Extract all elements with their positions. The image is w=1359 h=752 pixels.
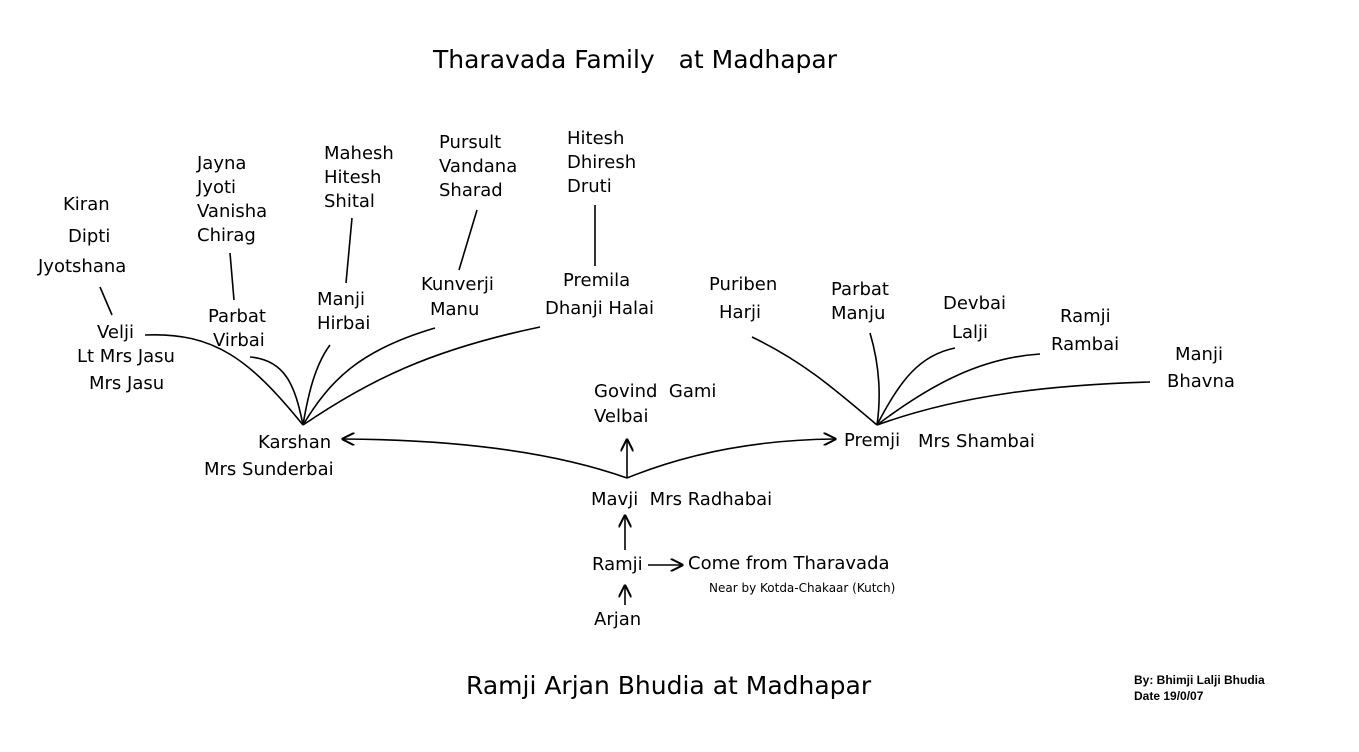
person-sharad: Sharad xyxy=(439,180,503,201)
person-pursult: Pursult xyxy=(439,132,502,153)
person-lalji: Lalji xyxy=(952,322,989,343)
diagram-title: Tharavada Family at Madhapar xyxy=(433,45,838,74)
person-manu: Manu xyxy=(430,299,480,320)
person-dhiresh: Dhiresh xyxy=(567,152,637,173)
person-ramji-root: Ramji xyxy=(592,554,643,575)
person-vanisha: Vanisha xyxy=(197,201,268,222)
person-mahesh: Mahesh xyxy=(324,143,394,164)
person-dipti: Dipti xyxy=(68,226,111,247)
person-manji-2: Manji xyxy=(1175,344,1223,365)
person-harji: Harji xyxy=(719,302,761,323)
person-arjan: Arjan xyxy=(594,609,642,630)
person-mrs-shambai: Mrs Shambai xyxy=(918,431,1035,452)
arrow-mavji-karshan xyxy=(343,439,628,479)
person-shital: Shital xyxy=(324,191,375,212)
link-manji-kids xyxy=(345,217,353,284)
branch-karshan-manji xyxy=(302,344,331,426)
person-puriben: Puriben xyxy=(709,274,778,295)
branch-premji-devbai xyxy=(876,347,956,426)
person-kiran: Kiran xyxy=(63,194,110,215)
branch-karshan-kunverji xyxy=(302,327,436,426)
person-kunverji: Kunverji xyxy=(421,274,494,295)
person-hitesh-2: Hitesh xyxy=(567,128,625,149)
person-parbat: Parbat xyxy=(208,306,266,327)
branch-premji-parbat xyxy=(869,332,881,426)
person-hirbai: Hirbai xyxy=(317,313,371,334)
credit-date: Date 19/0/07 xyxy=(1134,689,1204,703)
origin-note: Near by Kotda-Chakaar (Kutch) xyxy=(709,581,896,595)
origin-text: Come from Tharavada xyxy=(688,553,890,574)
person-manji: Manji xyxy=(317,289,365,310)
person-bhavna: Bhavna xyxy=(1167,371,1235,392)
link-velji-kids xyxy=(99,286,113,316)
link-kunverji-kids xyxy=(458,209,478,271)
person-parbat-2: Parbat xyxy=(831,279,889,300)
person-govind-gami: Govind Gami xyxy=(594,381,717,402)
person-premji: Premji xyxy=(844,430,901,451)
branch-premji-manji xyxy=(876,381,1151,426)
person-druti: Druti xyxy=(567,176,612,197)
arrow-mavji-premji xyxy=(626,439,835,479)
person-premila: Premila xyxy=(563,270,631,291)
person-jayna: Jayna xyxy=(197,153,247,174)
person-jyotshana: Jyotshana xyxy=(38,256,127,277)
person-mrs-jasu: Mrs Jasu xyxy=(89,373,165,394)
branch-premji-puriben xyxy=(751,336,878,426)
person-manju: Manju xyxy=(831,303,886,324)
person-dhanji-halai: Dhanji Halai xyxy=(545,298,655,319)
person-devbai: Devbai xyxy=(943,293,1007,314)
person-ramji-2: Ramji xyxy=(1060,306,1111,327)
branch-karshan-velji xyxy=(144,334,304,426)
footer-title: Ramji Arjan Bhudia at Madhapar xyxy=(466,671,872,700)
person-velbai: Velbai xyxy=(594,406,649,427)
person-vandana: Vandana xyxy=(439,156,518,177)
person-lt-mrs-jasu: Lt Mrs Jasu xyxy=(77,346,175,367)
person-jyoti: Jyoti xyxy=(197,177,237,198)
person-velji: Velji xyxy=(97,322,134,343)
person-hitesh: Hitesh xyxy=(324,167,382,188)
branch-karshan-premila xyxy=(302,326,541,426)
person-chirag: Chirag xyxy=(197,225,256,246)
credit-author: By: Bhimji Lalji Bhudia xyxy=(1134,673,1265,687)
person-karshan: Karshan xyxy=(258,432,332,453)
branch-karshan-parbat xyxy=(249,356,304,426)
link-parbat-kids xyxy=(229,252,235,301)
branch-premji-ramji xyxy=(876,353,1041,426)
person-rambai: Rambai xyxy=(1051,334,1120,355)
person-mavji: Mavji Mrs Radhabai xyxy=(591,489,773,510)
person-mrs-sunderbai: Mrs Sunderbai xyxy=(204,459,334,480)
person-virbai: Virbai xyxy=(213,330,265,351)
